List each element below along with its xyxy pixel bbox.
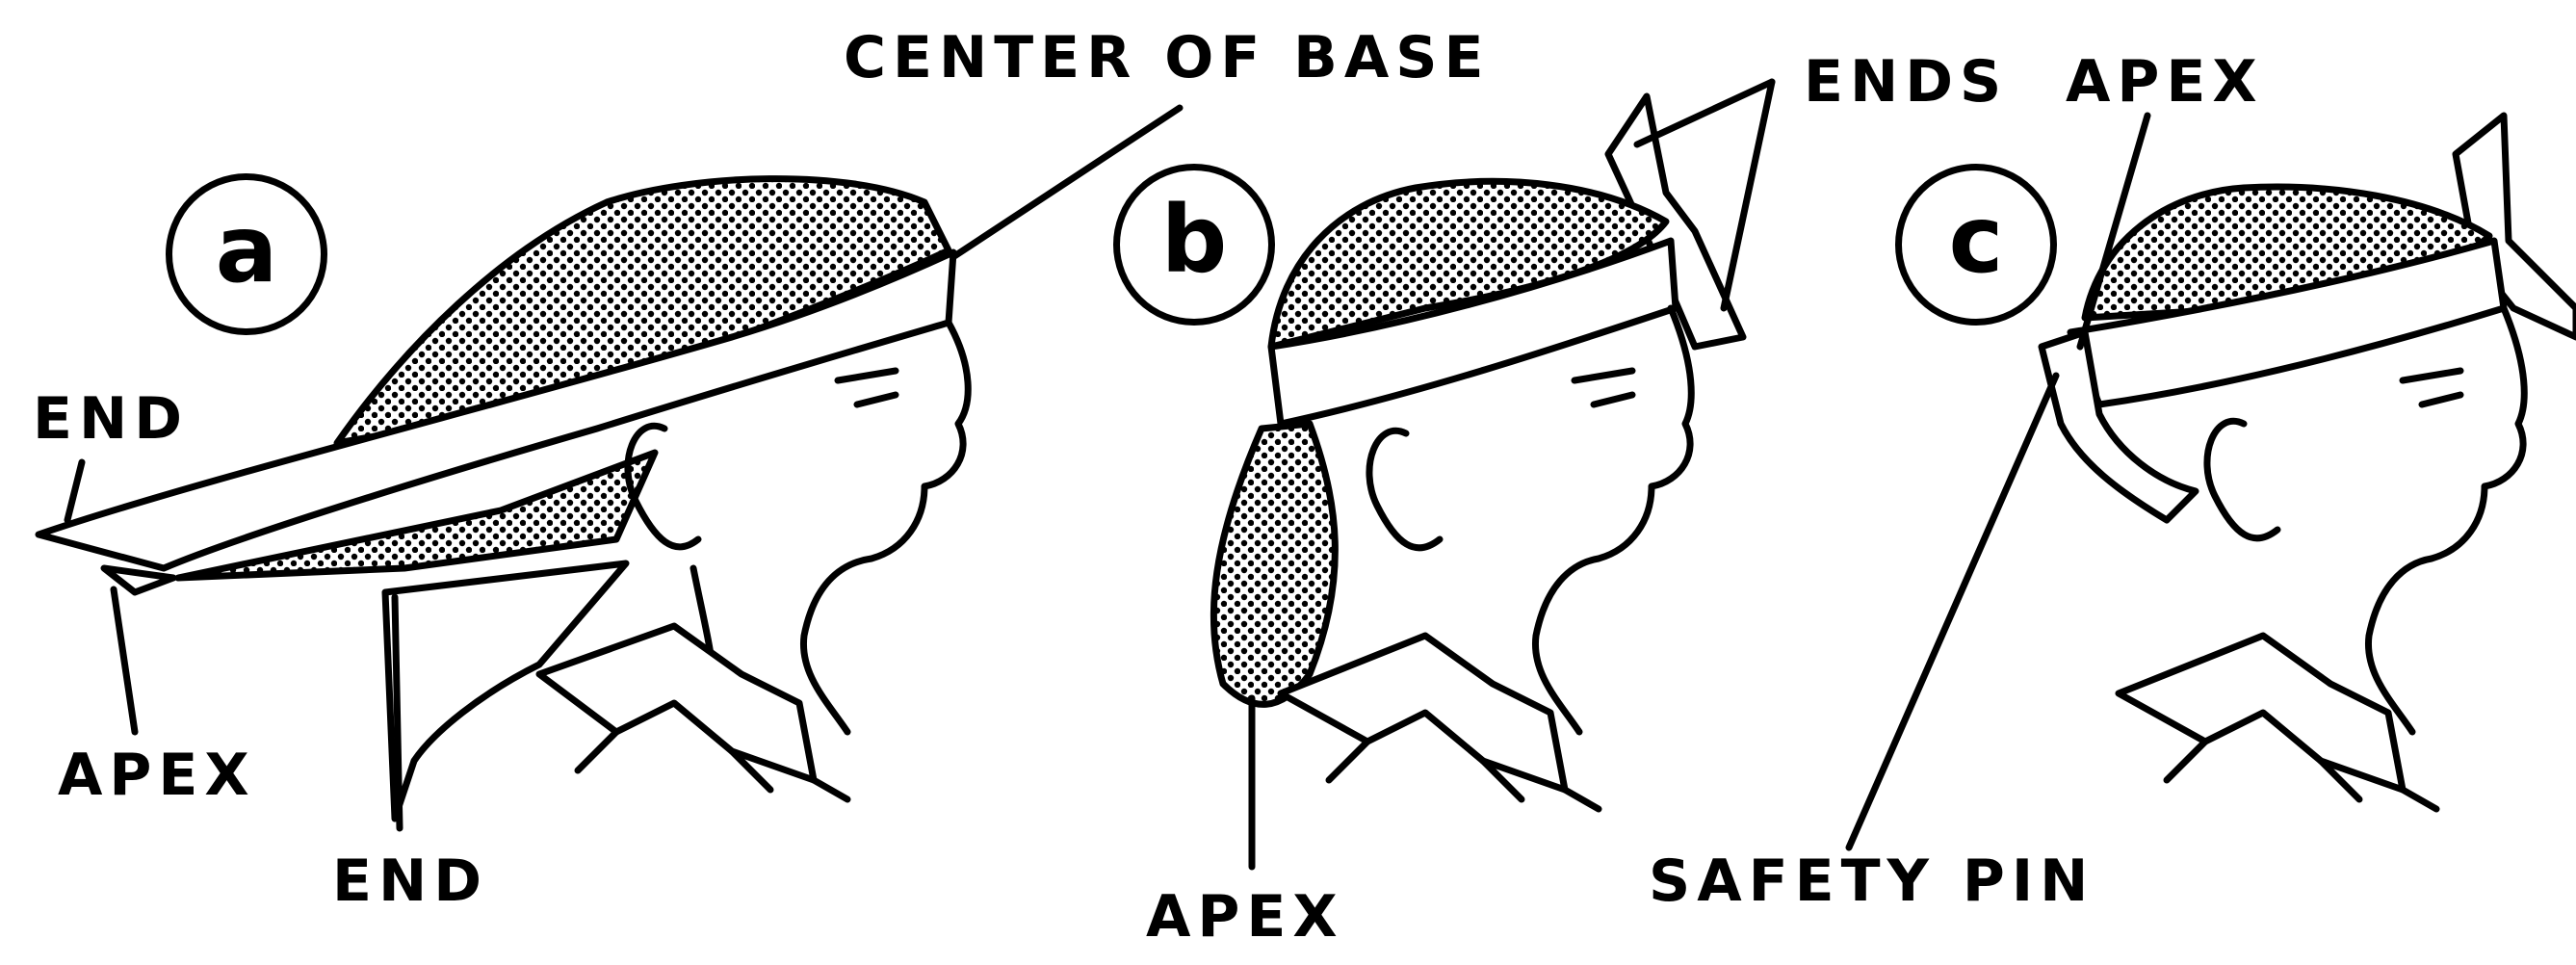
label-end-left: END xyxy=(33,390,189,448)
leader-ends-2 xyxy=(1724,82,1772,308)
leader-ends-1 xyxy=(1637,82,1772,144)
collar-b xyxy=(1281,636,1565,790)
label-center-of-base: CENTER OF BASE xyxy=(844,29,1491,87)
hanging-flap-b xyxy=(1213,424,1335,704)
label-end-bottom: END xyxy=(332,852,488,910)
ear-b xyxy=(1369,430,1440,548)
leader-apex-a xyxy=(114,589,135,732)
label-apex-a: APEX xyxy=(58,746,256,804)
head-profile-a xyxy=(803,323,968,732)
label-apex-b: APEX xyxy=(1146,888,1344,946)
badge-c: c xyxy=(1895,164,2057,326)
eye-a xyxy=(838,371,896,404)
leader-end-bottom xyxy=(395,597,400,828)
label-safety-pin: SAFETY PIN xyxy=(1649,852,2095,910)
label-apex-c: APEX xyxy=(2066,53,2264,111)
collar-a xyxy=(539,626,814,780)
badge-a: a xyxy=(166,173,327,335)
eye-b xyxy=(1574,371,1632,404)
label-ends: ENDS xyxy=(1804,53,2008,111)
leader-end-left xyxy=(67,462,82,520)
ear-c xyxy=(2207,421,2277,538)
collar-c xyxy=(2119,636,2403,790)
panel-b xyxy=(1213,82,1772,867)
badge-b: b xyxy=(1113,164,1275,326)
eye-c xyxy=(2403,371,2460,404)
leader-safety-pin xyxy=(1849,376,2056,848)
